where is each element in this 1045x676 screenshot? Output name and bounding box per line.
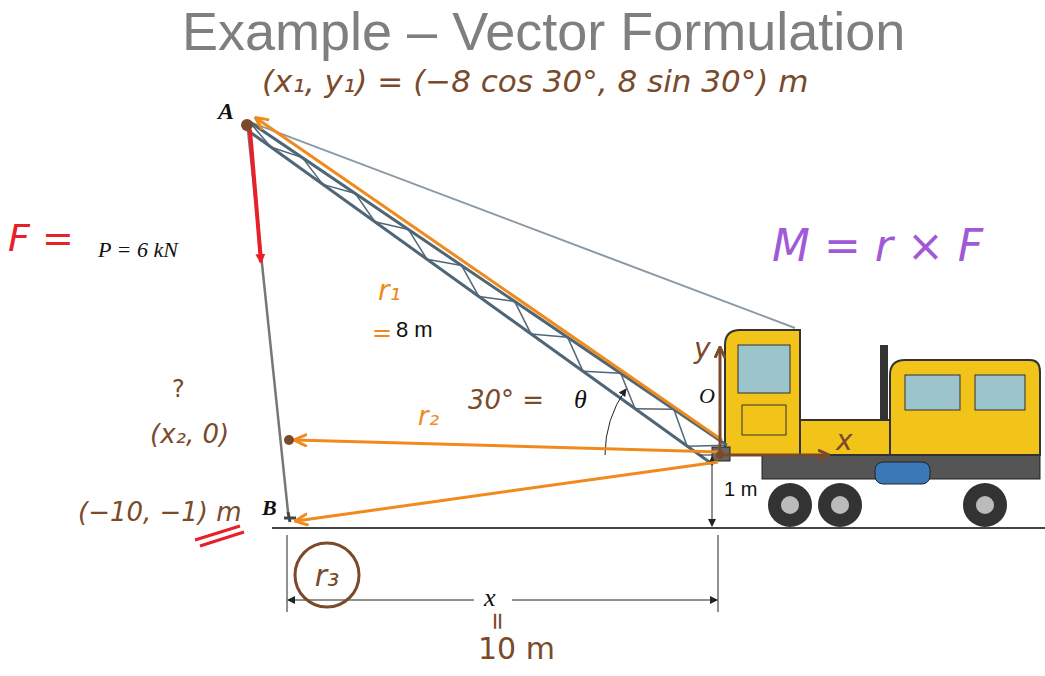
handwritten-note: 30° = (468, 386, 544, 415)
dimension-line (712, 457, 713, 526)
position-vector (256, 118, 722, 440)
handwritten-note: (x₂, 0) (150, 420, 229, 449)
angle-arc (605, 389, 626, 455)
ground-line (272, 527, 1045, 529)
handwritten-note: (x₁, y₁) = (−8 cos 30°, 8 sin 30°) m (262, 64, 808, 98)
crane-boom (245, 122, 727, 465)
handwritten-note: F = (8, 218, 74, 260)
force-arrow (250, 130, 261, 262)
truss-member (635, 408, 674, 410)
dimension-label: x (484, 584, 496, 613)
dimension-line (512, 600, 717, 601)
axis-arrow (719, 348, 722, 455)
dimension-line (288, 600, 474, 601)
point-label: A (218, 98, 234, 124)
truss-member (583, 371, 621, 373)
point-label: B (262, 496, 277, 520)
handwritten-note: = (372, 320, 392, 346)
point-dot (284, 435, 294, 445)
extension-line (287, 535, 288, 612)
handwritten-note: 10 m (478, 632, 555, 665)
vector-label: r₁ (378, 276, 401, 307)
point-dot (241, 119, 253, 131)
axis-label: y (694, 334, 711, 365)
extension-line (718, 535, 719, 612)
handwritten-note: ? (172, 376, 185, 402)
point-label: O (699, 384, 715, 408)
extension-line (700, 455, 712, 456)
truss-member (323, 184, 356, 193)
axis-label: x (836, 426, 853, 457)
scribble (195, 526, 244, 546)
truss-member (375, 222, 409, 230)
load-label: P = 6 kN (98, 238, 178, 262)
handwritten-formula: M = r × F (772, 222, 983, 270)
hook (284, 512, 296, 522)
dimension-label: 1 m (724, 478, 757, 500)
hoist-rope (248, 130, 288, 512)
point-dot (716, 451, 724, 459)
circled-note: r₃ (292, 540, 362, 610)
truss-member (245, 128, 713, 465)
support-cable (250, 122, 795, 328)
truss-member (271, 147, 303, 158)
axis-arrow (720, 454, 828, 457)
truck (712, 330, 1040, 527)
dimension-label: 8 m (396, 318, 433, 342)
truss-member (249, 122, 727, 445)
handwritten-note: = (485, 611, 511, 631)
handwritten-note: (−10, −1) m (78, 498, 242, 527)
angle-label: θ (574, 386, 587, 415)
slide-title: Example – Vector Formulation (182, 2, 905, 61)
vector-label: r₃ (315, 559, 339, 592)
position-vector (296, 462, 718, 521)
position-vector (295, 440, 720, 452)
truss-member (479, 297, 515, 302)
truss-member (427, 259, 462, 265)
truss-member (531, 334, 568, 337)
vector-label: r₂ (418, 402, 439, 431)
